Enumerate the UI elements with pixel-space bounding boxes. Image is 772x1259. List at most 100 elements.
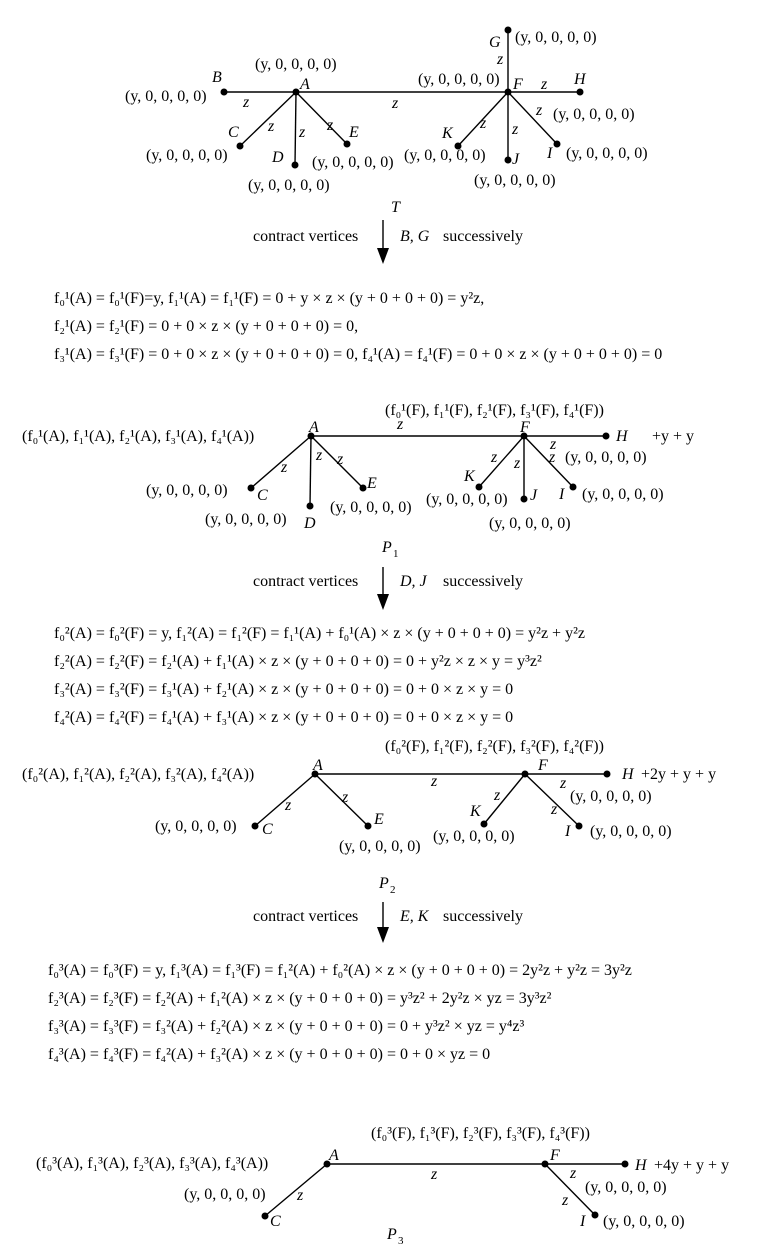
edge-label: z: [280, 459, 288, 476]
contraction-arrow-3: contract vertices E, K successively: [253, 902, 523, 943]
vertex-label-E: E: [366, 475, 377, 492]
tree-name-subscript: 1: [393, 548, 399, 560]
vertex-E: [343, 140, 351, 148]
vertex-label-F: F: [537, 757, 548, 774]
tree-T: A B C D E F G H I J K z z z z z z z z z …: [125, 26, 648, 194]
edge-label: z: [430, 773, 438, 790]
vertex-label-I: I: [558, 486, 565, 503]
vertex-I: [591, 1211, 599, 1219]
edge-F-I: [507, 91, 558, 145]
tree-name-P2: P 2: [378, 875, 396, 896]
vertex-H: [621, 1160, 629, 1168]
h-extra: +y + y: [652, 428, 694, 445]
vertex-C: [251, 822, 259, 830]
vertex-label-H: H: [621, 766, 635, 783]
vertex-value: (y, 0, 0, 0, 0): [433, 828, 515, 845]
vertex-B: [220, 88, 228, 96]
vertex-A: [311, 770, 319, 778]
edge-label: z: [341, 789, 349, 806]
vertex-H: [603, 770, 611, 778]
vertex-value: (y, 0, 0, 0, 0): [312, 154, 394, 171]
vertex-value: (y, 0, 0, 0, 0): [570, 788, 652, 805]
arrow-action: contract vertices: [253, 908, 358, 925]
vertex-label-I: I: [564, 823, 571, 840]
equations-step-3: f₀³(A) = f₀³(F) = y, f₁³(A) = f₁³(F) = f…: [48, 962, 632, 1063]
equation-line: f₂²(A) = f₂²(F) = f₂¹(A) + f₁¹(A) × z × …: [54, 653, 542, 670]
tree-P3: A C F H I z z z z (f₀³(A), f₁³(A), f₂³(A…: [36, 1125, 729, 1230]
edge-label: z: [569, 1165, 577, 1182]
equation-line: f₃²(A) = f₃²(F) = f₃¹(A) + f₂¹(A) × z × …: [54, 681, 513, 698]
tuple-A: (f₀³(A), f₁³(A), f₂³(A), f₃³(A), f₄³(A)): [36, 1155, 268, 1172]
arrow-vertices: E, K: [399, 908, 430, 925]
vertex-value: (y, 0, 0, 0, 0): [590, 823, 672, 840]
vertex-label-J: J: [530, 487, 538, 504]
vertex-E: [359, 484, 367, 492]
edge-label: z: [396, 416, 404, 433]
edge-F-K: [478, 435, 525, 488]
edge-F-I: [524, 773, 580, 827]
edge-A-E: [295, 91, 348, 145]
tree-name-letter: P: [381, 539, 392, 556]
edge-label: z: [430, 1166, 438, 1183]
edge-A-D: [294, 91, 297, 166]
edge-A-D: [309, 435, 312, 507]
vertex-value: (y, 0, 0, 0, 0): [489, 515, 571, 532]
vertex-value: (y, 0, 0, 0, 0): [565, 449, 647, 466]
contraction-arrow-2: contract vertices D, J successively: [253, 567, 523, 610]
edge-F-K: [457, 91, 509, 147]
edge-label: z: [326, 117, 334, 134]
vertex-I: [575, 822, 583, 830]
equation-line: f₃¹(A) = f₃¹(F) = 0 + 0 × z × (y + 0 + 0…: [54, 346, 662, 363]
vertex-label-A: A: [299, 76, 310, 93]
vertex-J: [520, 495, 528, 503]
edge-label: z: [490, 449, 498, 466]
edge-A-E: [314, 773, 369, 827]
vertex-A: [323, 1160, 331, 1168]
edge-label: z: [284, 797, 292, 814]
vertex-G: [504, 26, 512, 34]
vertex-label-E: E: [373, 811, 384, 828]
vertex-C: [236, 142, 244, 150]
edge-label: z: [267, 118, 275, 135]
tuple-F: (f₀²(F), f₁²(F), f₂²(F), f₃²(F), f₄²(F)): [385, 738, 604, 755]
edge-A-C: [250, 435, 312, 489]
vertex-F: [521, 770, 529, 778]
vertex-value: (y, 0, 0, 0, 0): [155, 818, 237, 835]
vertex-A: [307, 432, 315, 440]
edge-A-C: [254, 773, 316, 827]
equation-line: f₄²(A) = f₄²(F) = f₄¹(A) + f₃¹(A) × z × …: [54, 709, 513, 726]
edge-label: z: [548, 449, 556, 466]
vertex-value: (y, 0, 0, 0, 0): [330, 499, 412, 516]
vertex-label-J: J: [512, 151, 520, 168]
vertex-label-B: B: [212, 69, 222, 86]
tree-P1: A C D E F H I J K z z z z z z z z (f₀¹(A…: [22, 402, 694, 532]
edge-label: z: [549, 436, 557, 453]
arrow-head: [377, 594, 389, 610]
edge-label: z: [298, 124, 306, 141]
vertex-F: [504, 88, 512, 96]
tree-name-P1: P 1: [381, 539, 399, 560]
edge-label: z: [391, 95, 399, 112]
vertex-C: [247, 484, 255, 492]
vertex-label-I: I: [579, 1213, 586, 1230]
vertex-label-F: F: [512, 76, 523, 93]
vertex-value: (y, 0, 0, 0, 0): [426, 491, 508, 508]
vertex-label-K: K: [463, 468, 476, 485]
vertex-label-H: H: [634, 1157, 648, 1174]
vertex-A: [292, 88, 300, 96]
edge-F-K: [483, 773, 526, 825]
vertex-label-F: F: [519, 419, 530, 436]
vertex-label-C: C: [228, 124, 239, 141]
vertex-K: [480, 820, 488, 828]
vertex-I: [569, 483, 577, 491]
edge-label: z: [561, 1192, 569, 1209]
equations-step-2: f₀²(A) = f₀²(F) = y, f₁²(A) = f₁²(F) = f…: [54, 625, 585, 726]
vertex-value: (y, 0, 0, 0, 0): [585, 1179, 667, 1196]
vertex-value: (y, 0, 0, 0, 0): [582, 486, 664, 503]
vertex-value: (y, 0, 0, 0, 0): [553, 106, 635, 123]
vertex-value: (y, 0, 0, 0, 0): [418, 71, 500, 88]
edge-F-I: [544, 1163, 596, 1216]
edge-label: z: [511, 121, 519, 138]
vertex-K: [475, 483, 483, 491]
